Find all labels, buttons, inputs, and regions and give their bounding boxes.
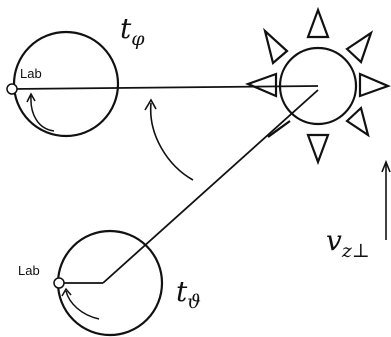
bottom-lab-label: Lab (18, 263, 40, 278)
v-z-perp-label: vz⊥ (326, 224, 370, 262)
line-top-lab-to-sun (11, 85, 319, 90)
top-earth-circle (12, 30, 120, 138)
angle-sweep-arrow (149, 102, 194, 181)
velocity-arrow (381, 159, 391, 240)
sun-icon (244, 6, 391, 166)
t-phi-label: tφ (120, 12, 145, 50)
top-rotation-arrow (30, 95, 55, 132)
top-lab-label: Lab (20, 66, 42, 81)
t-theta-label: tϑ (176, 275, 201, 313)
top-lab-marker (6, 83, 18, 95)
bottom-lab-marker (53, 277, 65, 289)
bottom-rotation-arrow (65, 290, 100, 320)
line-bottom-lab-to-sun (102, 89, 319, 284)
